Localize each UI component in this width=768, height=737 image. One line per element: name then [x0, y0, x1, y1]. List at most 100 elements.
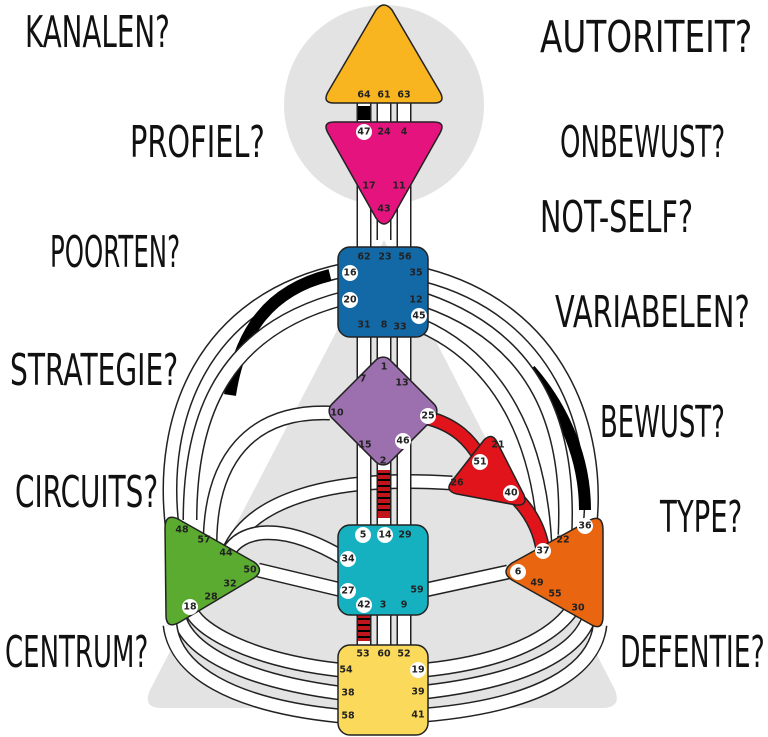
gate-number: 19 [411, 665, 424, 676]
gate-49[interactable]: 49 [530, 578, 543, 589]
active-gate-6[interactable]: 6 [510, 564, 526, 580]
gate-61[interactable]: 61 [377, 90, 390, 101]
gate-number: 30 [571, 603, 585, 614]
active-gate-16[interactable]: 16 [342, 265, 358, 281]
gate-32[interactable]: 32 [223, 579, 236, 590]
gate-number: 43 [377, 204, 390, 215]
gate-number: 24 [377, 127, 391, 138]
gate-31[interactable]: 31 [357, 320, 370, 331]
gate-number: 63 [397, 90, 410, 101]
gate-number: 4 [401, 127, 408, 138]
active-gate-45[interactable]: 45 [411, 308, 427, 324]
active-gate-34[interactable]: 34 [340, 551, 356, 567]
active-gate-19[interactable]: 19 [410, 662, 426, 678]
gate-21[interactable]: 21 [491, 440, 504, 451]
gate-63[interactable]: 63 [397, 90, 410, 101]
ajna-center[interactable] [325, 121, 443, 225]
gate-53[interactable]: 53 [356, 649, 369, 660]
gate-number: 14 [378, 530, 392, 541]
active-gate-27[interactable]: 27 [340, 583, 356, 599]
gate-55[interactable]: 55 [548, 589, 561, 600]
gate-number: 1 [381, 362, 388, 373]
gate-12[interactable]: 12 [409, 295, 422, 306]
root-center[interactable] [337, 644, 429, 736]
solar-plexus-center[interactable] [505, 517, 604, 628]
gate-2[interactable]: 2 [380, 456, 387, 467]
active-gate-5[interactable]: 5 [355, 527, 371, 543]
gate-number: 39 [411, 687, 424, 698]
gate-44[interactable]: 44 [219, 548, 233, 559]
gate-number: 41 [411, 710, 424, 721]
gate-24[interactable]: 24 [377, 127, 391, 138]
gate-15[interactable]: 15 [358, 440, 371, 451]
gate-58[interactable]: 58 [341, 711, 355, 722]
gate-4[interactable]: 4 [401, 127, 408, 138]
active-gate-40[interactable]: 40 [503, 485, 519, 501]
active-gate-20[interactable]: 20 [342, 292, 358, 308]
active-gate-18[interactable]: 18 [182, 599, 198, 615]
gate-39[interactable]: 39 [411, 687, 424, 698]
active-gate-42[interactable]: 42 [356, 597, 372, 613]
gate-7[interactable]: 7 [360, 374, 367, 385]
gate-29[interactable]: 29 [398, 530, 411, 541]
gate-number: 7 [360, 374, 367, 385]
gate-28[interactable]: 28 [204, 592, 218, 603]
head-center[interactable] [325, 4, 443, 104]
gate-1[interactable]: 1 [381, 362, 388, 373]
active-gate-46[interactable]: 46 [395, 433, 411, 449]
gate-38[interactable]: 38 [341, 688, 355, 699]
gate-56[interactable]: 56 [398, 252, 412, 263]
gate-13[interactable]: 13 [395, 378, 408, 389]
gate-number: 56 [398, 252, 412, 263]
gate-number: 13 [395, 378, 408, 389]
gate-number: 27 [341, 586, 354, 597]
active-gate-36[interactable]: 36 [577, 518, 593, 534]
active-gate-51[interactable]: 51 [472, 454, 488, 470]
gate-number: 58 [341, 711, 355, 722]
gate-23[interactable]: 23 [378, 252, 391, 263]
gate-number: 36 [578, 521, 592, 532]
gate-33[interactable]: 33 [393, 322, 406, 333]
sacral-center[interactable] [337, 524, 429, 616]
spleen-center[interactable] [164, 516, 261, 626]
gate-number: 26 [450, 478, 464, 489]
gate-number: 52 [397, 649, 410, 660]
gate-number: 49 [530, 578, 543, 589]
gate-9[interactable]: 9 [401, 600, 408, 611]
gate-number: 57 [197, 535, 210, 546]
gate-number: 21 [491, 440, 504, 451]
gate-50[interactable]: 50 [243, 565, 257, 576]
gate-52[interactable]: 52 [397, 649, 410, 660]
active-gate-14[interactable]: 14 [377, 527, 393, 543]
gate-30[interactable]: 30 [571, 603, 585, 614]
gate-number: 6 [515, 567, 522, 578]
gate-64[interactable]: 64 [357, 90, 371, 101]
gate-26[interactable]: 26 [450, 478, 464, 489]
gate-60[interactable]: 60 [377, 649, 391, 660]
active-gate-37[interactable]: 37 [535, 543, 551, 559]
gate-57[interactable]: 57 [197, 535, 210, 546]
gate-10[interactable]: 10 [330, 408, 344, 419]
gate-48[interactable]: 48 [175, 525, 189, 536]
gate-11[interactable]: 11 [392, 181, 405, 192]
gate-number: 5 [360, 530, 367, 541]
gate-active-marker [182, 599, 198, 615]
active-gate-47[interactable]: 47 [356, 124, 372, 140]
gate-number: 61 [377, 90, 390, 101]
gate-17[interactable]: 17 [362, 181, 375, 192]
gate-54[interactable]: 54 [339, 665, 353, 676]
gate-41[interactable]: 41 [411, 710, 424, 721]
gate-active-marker [340, 583, 356, 599]
gate-62[interactable]: 62 [357, 252, 370, 263]
gate-22[interactable]: 22 [556, 535, 569, 546]
active-gate-25[interactable]: 25 [420, 408, 436, 424]
gate-43[interactable]: 43 [377, 204, 390, 215]
gate-active-marker [535, 543, 551, 559]
gate-3[interactable]: 3 [380, 600, 387, 611]
gate-35[interactable]: 35 [409, 268, 422, 279]
gate-number: 50 [243, 565, 257, 576]
gate-number: 44 [219, 548, 233, 559]
gate-8[interactable]: 8 [381, 320, 388, 331]
throat-center[interactable] [337, 246, 429, 338]
gate-59[interactable]: 59 [410, 585, 423, 596]
